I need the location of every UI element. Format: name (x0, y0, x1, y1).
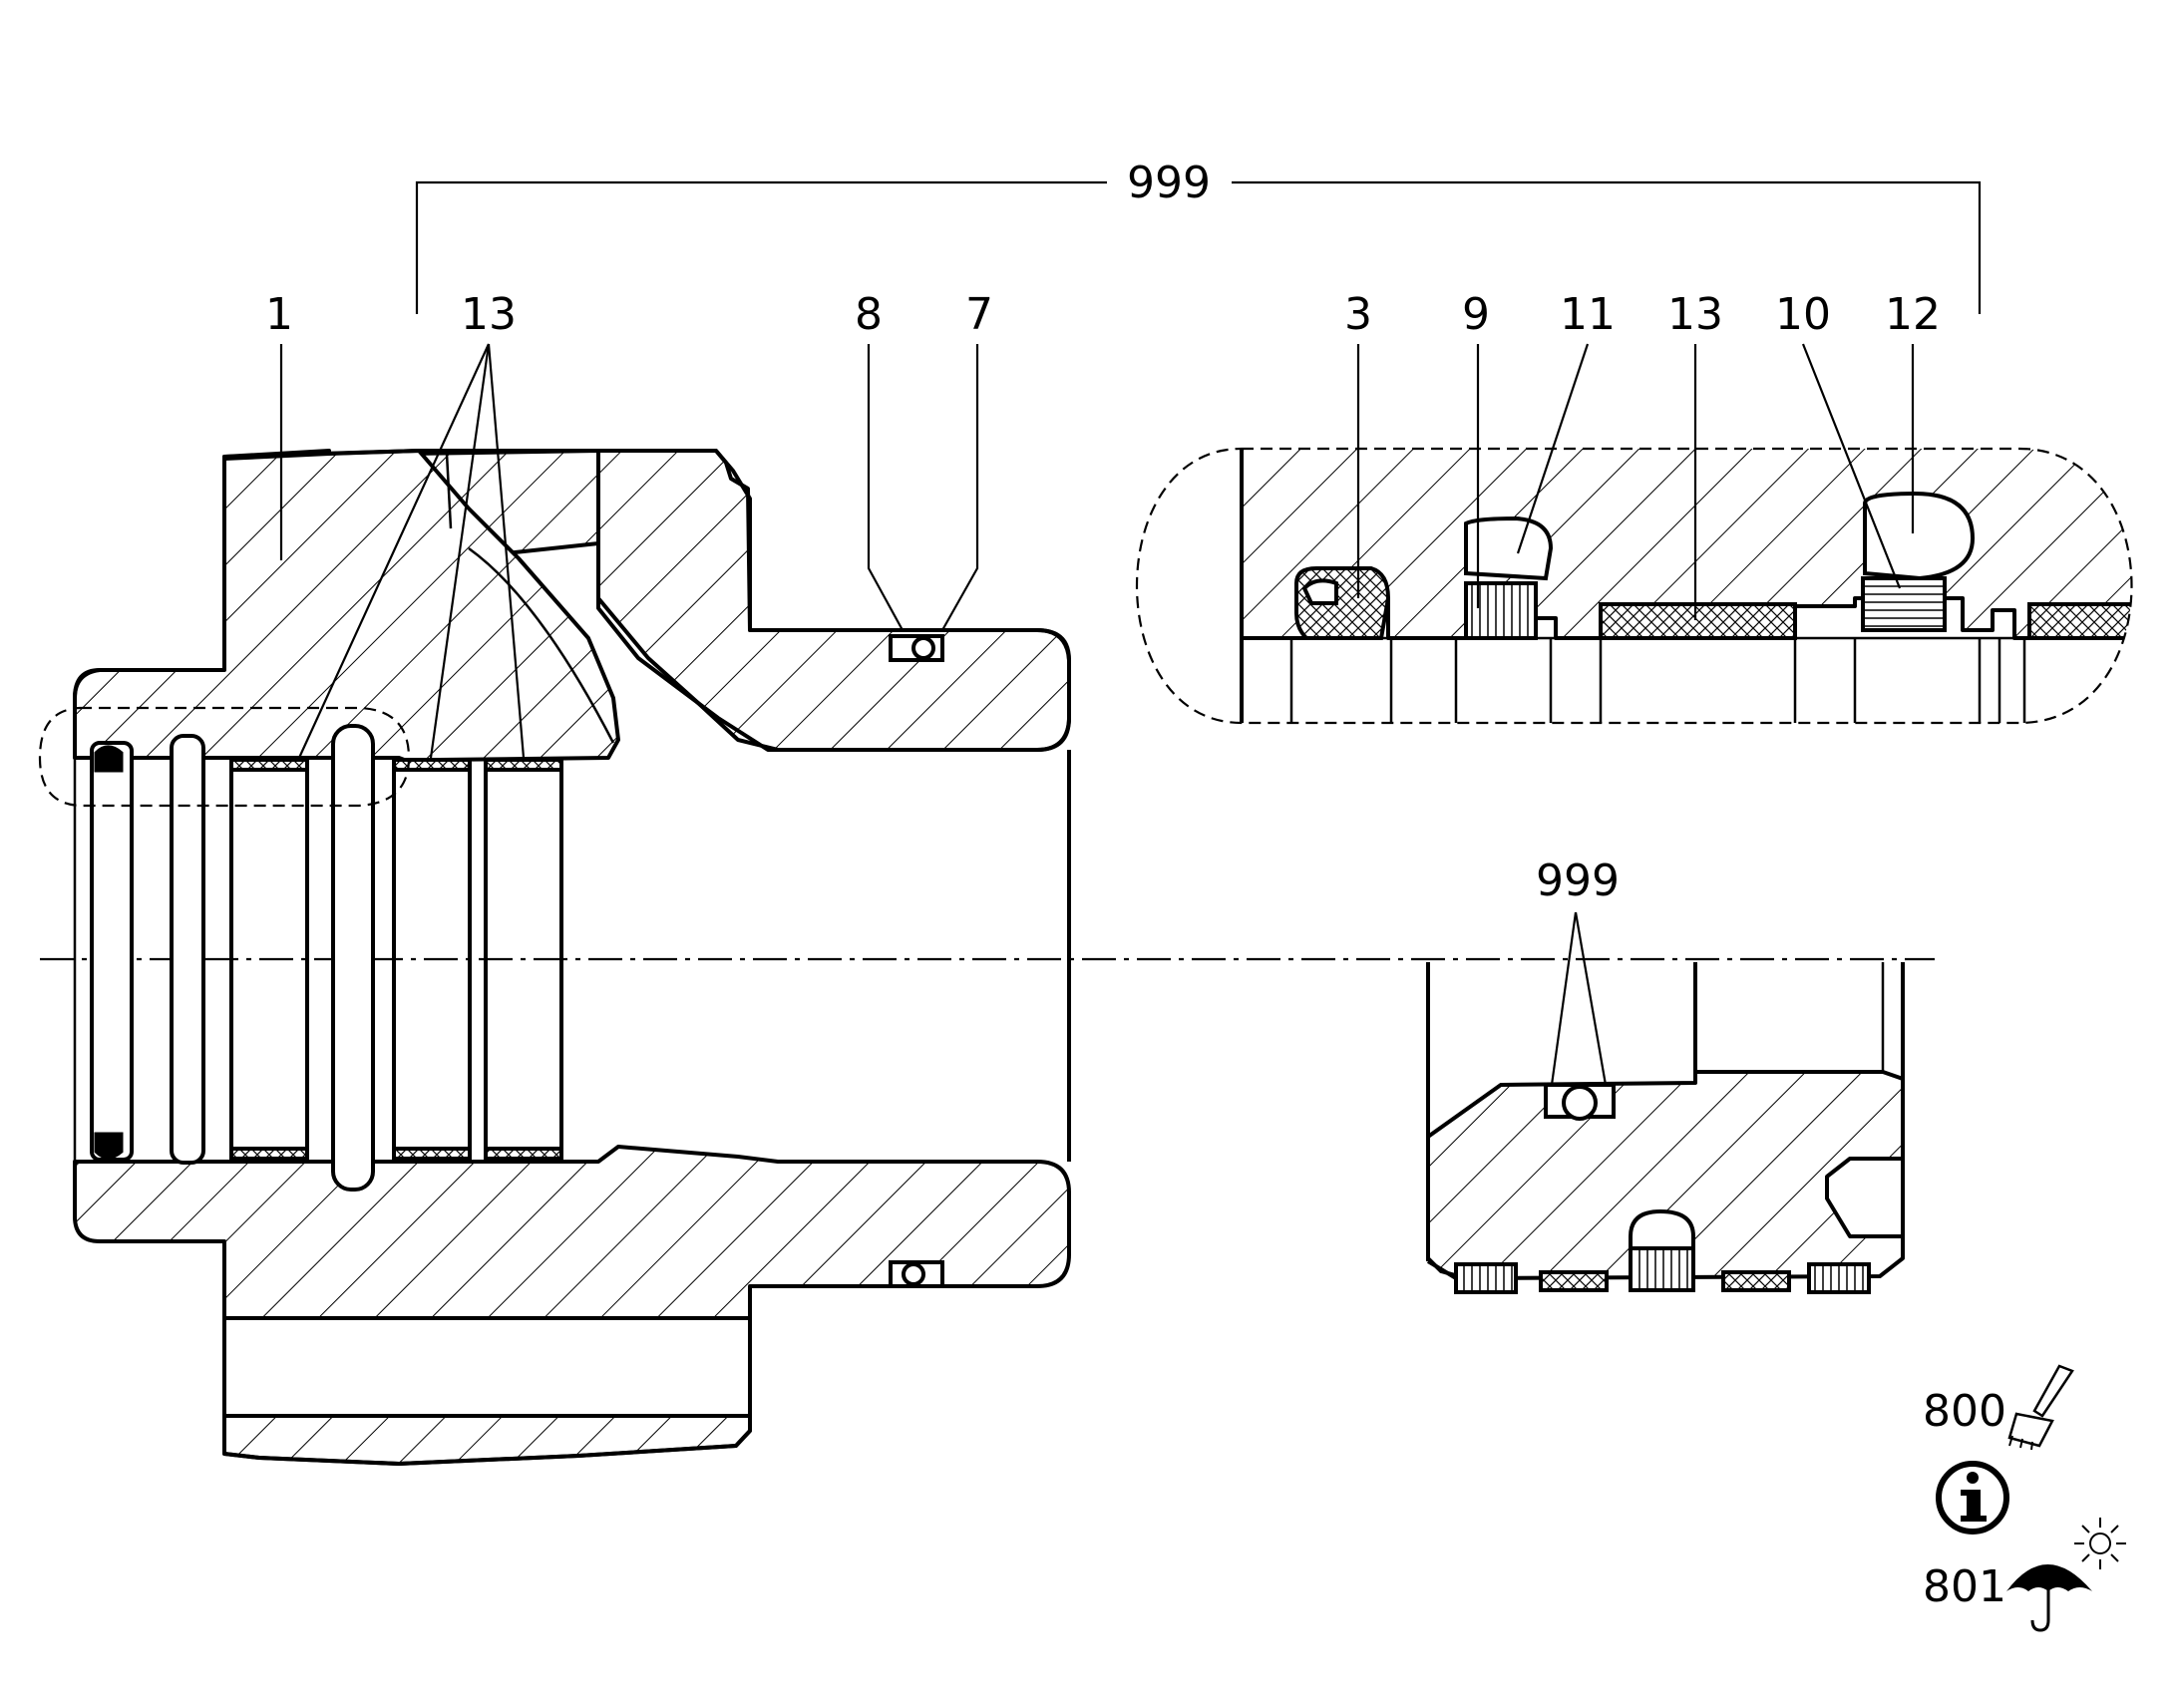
sleeves-13-left (229, 758, 563, 1161)
label-13-detail: 13 (1667, 289, 1723, 340)
label-8-seal: 8 (855, 289, 883, 340)
brush-icon (2007, 1364, 2074, 1451)
oring-7-8 (889, 634, 944, 1288)
label-7-oring: 7 (965, 289, 993, 340)
sun-icon (2074, 1518, 2126, 1569)
umbrella-icon (2006, 1564, 2092, 1632)
shaft-section (1426, 962, 1905, 1294)
leaders-detail (1356, 343, 1915, 620)
label-3: 3 (1344, 289, 1372, 340)
assembly-bracket-top: 999 (415, 158, 1982, 314)
leaders-left (279, 343, 979, 759)
label-801: 801 (1923, 1561, 2006, 1612)
label-13-sleeves: 13 (461, 289, 517, 340)
legend: 800 801 (1923, 1364, 2126, 1632)
label-999-lower: 999 (1536, 855, 1620, 906)
label-1-housing: 1 (265, 289, 293, 340)
label-800: 800 (1923, 1386, 2006, 1437)
label-12: 12 (1885, 289, 1941, 340)
label-9: 9 (1462, 289, 1490, 340)
info-icon (1936, 1461, 2009, 1535)
left-ring-grooves (90, 724, 375, 1192)
label-11: 11 (1560, 289, 1616, 340)
detail-view (1135, 447, 2133, 725)
label-10: 10 (1775, 289, 1831, 340)
label-999-top: 999 (1127, 158, 1211, 208)
housing-section (38, 449, 1071, 1466)
leaders-lower (1550, 911, 1608, 1086)
